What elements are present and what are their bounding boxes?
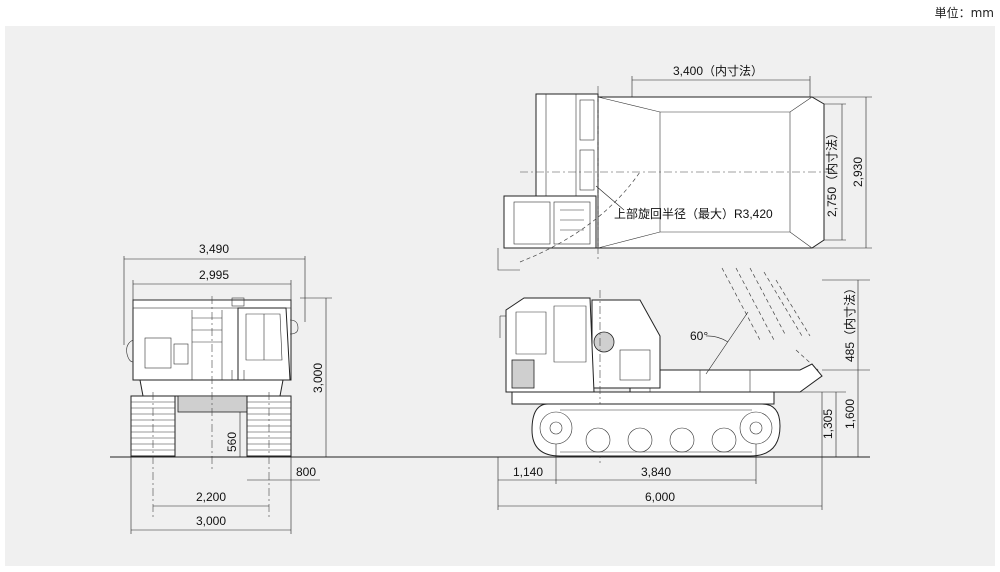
drawing-panel [5, 26, 995, 566]
dim-side-front-overhang: 1,140 [513, 465, 543, 479]
front-dimensions: 3,490 2,995 3,000 560 800 2,200 3,000 [123, 242, 332, 534]
dim-side-tumbler-distance: 3,840 [641, 465, 671, 479]
dim-top-width-overall: 2,930 [851, 157, 865, 187]
front-view [126, 296, 299, 520]
dim-front-track-shoe: 800 [296, 465, 316, 479]
dim-front-height: 3,000 [311, 363, 325, 393]
dim-side-bed-height: 1,600 [843, 399, 857, 429]
top-view: 上部旋回半径（最大）R3,420 3,400（内寸法） 2,750（内寸法） 2… [497, 64, 872, 271]
dim-front-ground-clearance: 560 [225, 432, 239, 452]
side-track [531, 403, 781, 457]
dim-side-overall-length: 6,000 [645, 490, 675, 504]
dim-front-width-overall: 3,490 [199, 242, 229, 256]
dim-side-bed-depth: 485（内寸法） [843, 282, 857, 362]
dim-front-width-body: 2,995 [199, 268, 229, 282]
dim-swing-radius: 上部旋回半径（最大）R3,420 [614, 206, 773, 221]
dim-side-track-height: 1,305 [821, 409, 835, 439]
dim-front-track-gauge: 2,200 [196, 490, 226, 504]
dim-front-track-width: 3,000 [196, 514, 226, 528]
dim-top-bed-inner-length: 3,400（内寸法） [673, 64, 763, 78]
dim-top-bed-inner-width: 2,750（内寸法） [825, 127, 839, 217]
unit-label: 単位：mm [934, 6, 994, 20]
side-view: 60° 485（内寸法） 1,600 1,305 1,140 3,840 [497, 267, 870, 510]
front-lower-frame [177, 395, 249, 413]
dim-side-dump-angle: 60° [690, 329, 708, 343]
